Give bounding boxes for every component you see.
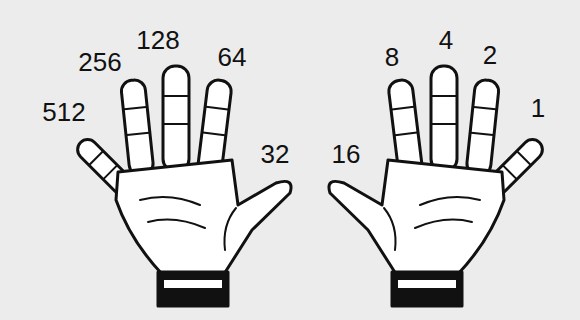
bit-value-label: 64 (218, 42, 247, 72)
bit-value-label: 32 (261, 139, 290, 169)
bit-value-label: 512 (42, 97, 85, 127)
bit-value-label: 8 (385, 42, 399, 72)
bit-value-label: 4 (439, 25, 453, 55)
bit-value-label: 256 (78, 47, 121, 77)
bit-value-label: 2 (483, 40, 497, 70)
bit-value-label: 16 (332, 139, 361, 169)
bit-value-label: 128 (136, 25, 179, 55)
bit-value-label: 1 (531, 93, 545, 123)
